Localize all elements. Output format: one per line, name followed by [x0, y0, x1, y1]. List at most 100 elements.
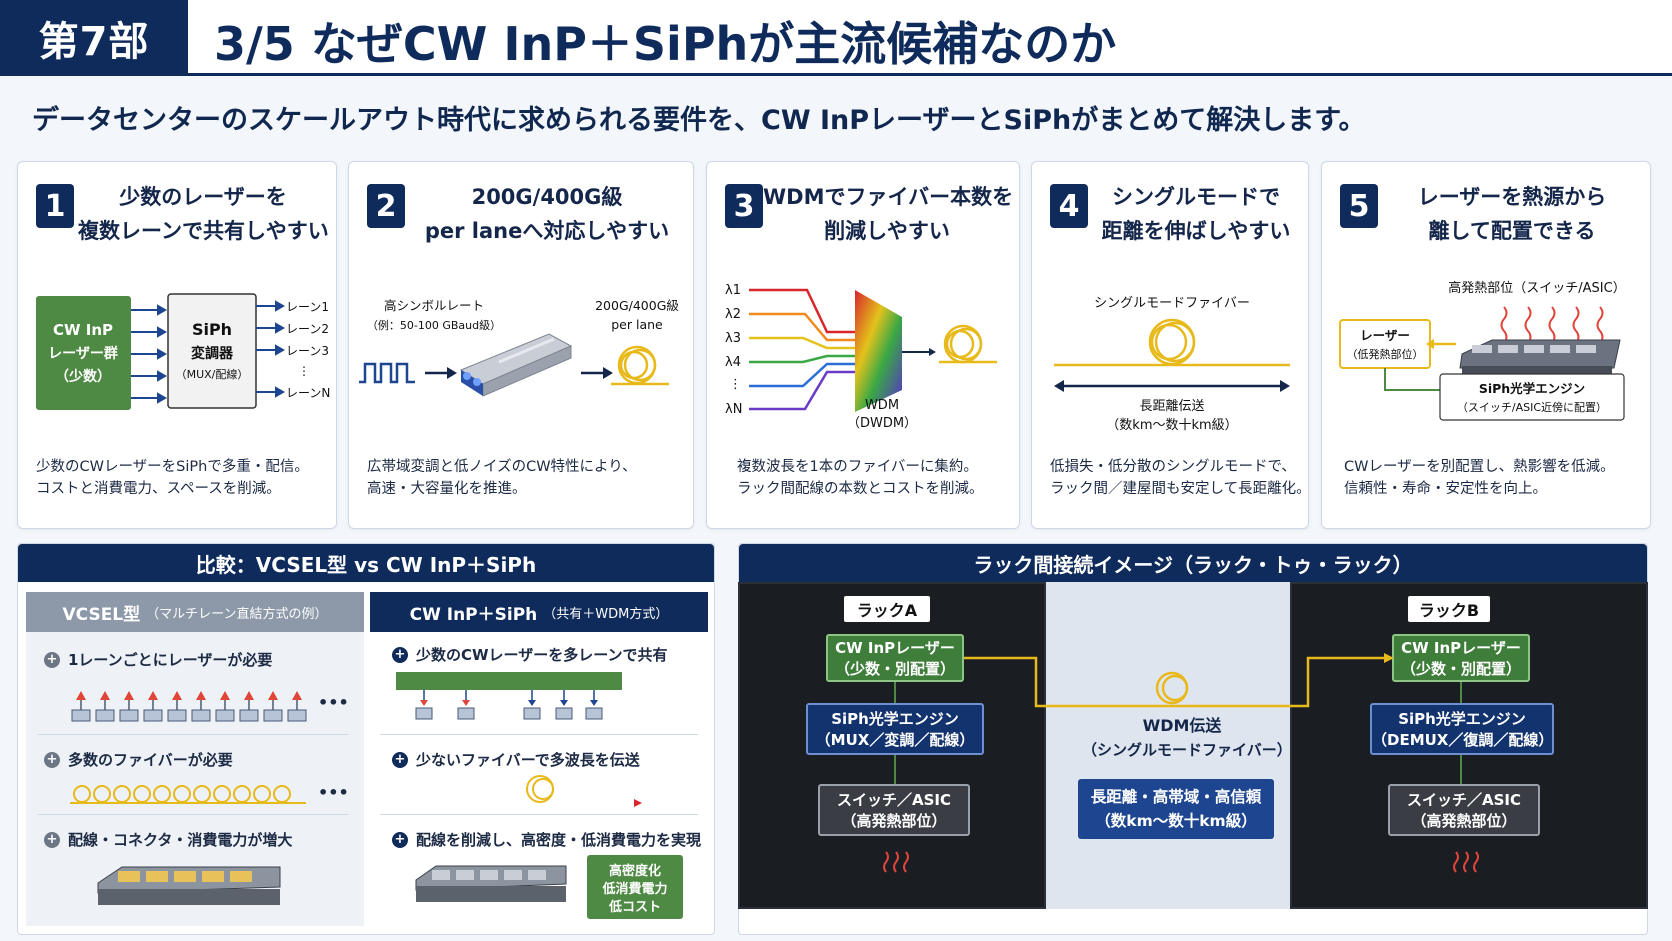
vcsel-chassis-icon	[97, 866, 281, 905]
card-5: 5 レーザーを熱源から 離して配置できる 高発熱部位（スイッチ/ASIC） レー…	[1321, 161, 1651, 529]
wavelength-lines	[749, 288, 855, 411]
rack-a-siph-engine: SiPh光学エンジン （MUX／変調／配線）	[806, 703, 984, 755]
comparison-panel: 比較：VCSEL型 vs CW InP＋SiPh VCSEL型 （マルチレーン直…	[17, 543, 715, 935]
plus-icon: +	[44, 751, 60, 768]
symbol-rate-label: 高シンボルレート	[384, 298, 484, 313]
transceiver-diagram: 高シンボルレート （例：50-100 GBaud級） 200G/400G級 pe…	[359, 298, 679, 397]
fiber-coil-icon	[1054, 318, 1290, 367]
single-mode-diagram: シングルモードファイバー 長距離伝送 （数km〜数十km級）	[1054, 296, 1290, 433]
laser-label: （少数）	[55, 368, 111, 385]
fiber-label: シングルモードファイバー	[1094, 296, 1250, 311]
many-fibers-icon	[70, 785, 306, 804]
page-title: 3/5 なぜCW InP＋SiPhが主流候補なのか	[214, 17, 1117, 71]
transceiver-module-icon	[459, 333, 573, 397]
plus-icon: +	[392, 751, 408, 768]
divider	[380, 734, 698, 735]
vcsel-row-3: +配線・コネクタ・消費電力が増大	[44, 829, 292, 850]
cw-siph-row-2: +少ないファイバーで多波長を伝送	[392, 749, 640, 770]
laser-sharing-diagram: CW InP レーザー群 （少数） SiPh 変調器 （MUX/配線） レーン1…	[36, 293, 330, 410]
card-description: 低損失・低分散のシングルモードで、 ラック間／建屋間も安定して長距離化。	[1050, 459, 1311, 497]
distance-range: （数km〜数十km級）	[1106, 418, 1237, 433]
wdm-diagram: λ1 λ2 λ3 λ4 ⋮ λN WDM （DWDM）	[725, 283, 997, 431]
multi-wavelength-fiber-icon	[438, 775, 642, 807]
lane-label: レーン1	[286, 300, 329, 314]
card-title: 200G/400G級 per laneへ対応しやすい	[424, 185, 670, 243]
header: 第7部 3/5 なぜCW InP＋SiPhが主流候補なのか	[0, 0, 1672, 76]
lane-rate-label: 200G/400G級	[595, 298, 679, 313]
vcsel-lasers-icon	[71, 690, 307, 722]
laser-label: レーザー	[1360, 328, 1410, 343]
arrow-icon	[603, 367, 613, 379]
comparison-illustrations: ••• •••	[70, 672, 683, 919]
rack-a-label: ラックA	[844, 596, 930, 622]
card-3: 3 WDMでファイバー本数を 削減しやすい λ1 λ2 λ3 λ4 ⋮ λN	[706, 161, 1020, 529]
cw-siph-row-3: +配線を削減し、高密度・低消費電力を実現	[392, 829, 701, 850]
card-description: CWレーザーを別配置し、熱影響を低減。 信頼性・寿命・安定性を向上。	[1344, 459, 1615, 497]
lane-label: レーン2	[286, 322, 329, 336]
distance-label: 長距離伝送	[1139, 399, 1204, 414]
benefit-label: 高密度化	[609, 863, 661, 879]
comparison-title: 比較：VCSEL型 vs CW InP＋SiPh	[18, 544, 714, 582]
rack-a-switch: スイッチ／ASIC （高発熱部位）	[818, 784, 970, 836]
engine-label: SiPh光学エンジン	[1479, 381, 1585, 396]
card-title: レーザーを熱源から 離して配置できる	[1417, 185, 1607, 243]
lambda-label: ⋮	[729, 377, 742, 392]
siph-sub-label: （MUX/配線）	[176, 367, 249, 381]
arrow-icon	[929, 348, 936, 356]
lane-label: レーンN	[286, 386, 330, 400]
engine-sub-label: （スイッチ/ASIC近傍に配置）	[1457, 400, 1607, 414]
compact-chassis-icon	[415, 865, 567, 902]
heat-source-label: 高発熱部位（スイッチ/ASIC）	[1448, 280, 1625, 296]
card-title: WDMでファイバー本数を 削減しやすい	[763, 185, 1014, 243]
wdm-label: WDM	[865, 398, 899, 413]
benefit-badge	[587, 855, 683, 919]
plus-icon: +	[392, 646, 408, 663]
card-description: 広帯域変調と低ノイズのCW特性により、 高速・大容量化を推進。	[367, 459, 637, 497]
lambda-label: λ3	[725, 331, 741, 346]
input-arrows	[131, 304, 168, 404]
card-description: 少数のCWレーザーをSiPhで多重・配信。 コストと消費電力、スペースを削減。	[36, 459, 309, 497]
vcsel-row-1: +1レーンごとにレーザーが必要	[44, 649, 272, 670]
plus-icon: +	[44, 651, 60, 668]
siph-label: SiPh	[192, 320, 232, 339]
wdm-label: （DWDM）	[847, 416, 917, 431]
arrow-left-icon	[1054, 380, 1064, 392]
lane-label: ⋮	[298, 364, 310, 378]
laser-label: CW InP	[53, 321, 113, 339]
lambda-label: λ2	[725, 307, 741, 322]
wdm-prism-icon	[855, 290, 902, 412]
arrow-icon	[1426, 339, 1434, 349]
switch-chassis-icon	[1459, 339, 1621, 380]
divider	[38, 814, 348, 815]
divider	[38, 734, 348, 735]
rack-panel-title: ラック間接続イメージ（ラック・トゥ・ラック）	[739, 544, 1647, 582]
fiber-coil-icon	[939, 324, 997, 364]
laser-group-box	[36, 296, 131, 410]
rack-b-siph-engine: SiPh光学エンジン （DEMUX／復調／配線）	[1370, 703, 1554, 755]
wdm-transmission-label: WDM伝送 （シングルモードファイバー）	[1082, 716, 1292, 759]
card-number: 5	[1340, 184, 1378, 228]
lambda-label: λN	[725, 402, 742, 417]
cw-siph-row-1: +少数のCWレーザーを多レーンで共有	[392, 644, 668, 665]
card-description: 複数波長を1本のファイバーに集約。 ラック間配線の本数とコストを削減。	[737, 459, 984, 497]
siph-label: 変調器	[191, 345, 234, 362]
card-number: 3	[725, 184, 763, 228]
ellipsis: •••	[318, 783, 349, 802]
laser-sub-label: （低発熱部位）	[1347, 347, 1424, 361]
card-1: 1 少数のレーザーを 複数レーンで共有しやすい CW InP レーザー群 （少数…	[17, 161, 337, 529]
shared-laser-icon	[396, 672, 622, 720]
lambda-label: λ1	[725, 283, 741, 298]
lane-arrows	[256, 300, 286, 398]
lane-label: レーン3	[286, 344, 329, 358]
vcsel-row-2: +多数のファイバーが必要	[44, 749, 233, 770]
ellipsis: •••	[318, 693, 349, 712]
divider	[380, 814, 698, 815]
benefit-label: 低コスト	[608, 899, 661, 915]
rack-b-label: ラックB	[1408, 596, 1490, 622]
part-badge: 第7部	[0, 0, 188, 76]
lambda-label: λ4	[725, 355, 741, 370]
card-title: シングルモードで 距離を伸ばしやすい	[1101, 185, 1291, 243]
card-number: 2	[367, 184, 405, 228]
benefit-label: 低消費電力	[601, 881, 667, 897]
card-title: 少数のレーザーを 複数レーンで共有しやすい	[78, 185, 329, 243]
